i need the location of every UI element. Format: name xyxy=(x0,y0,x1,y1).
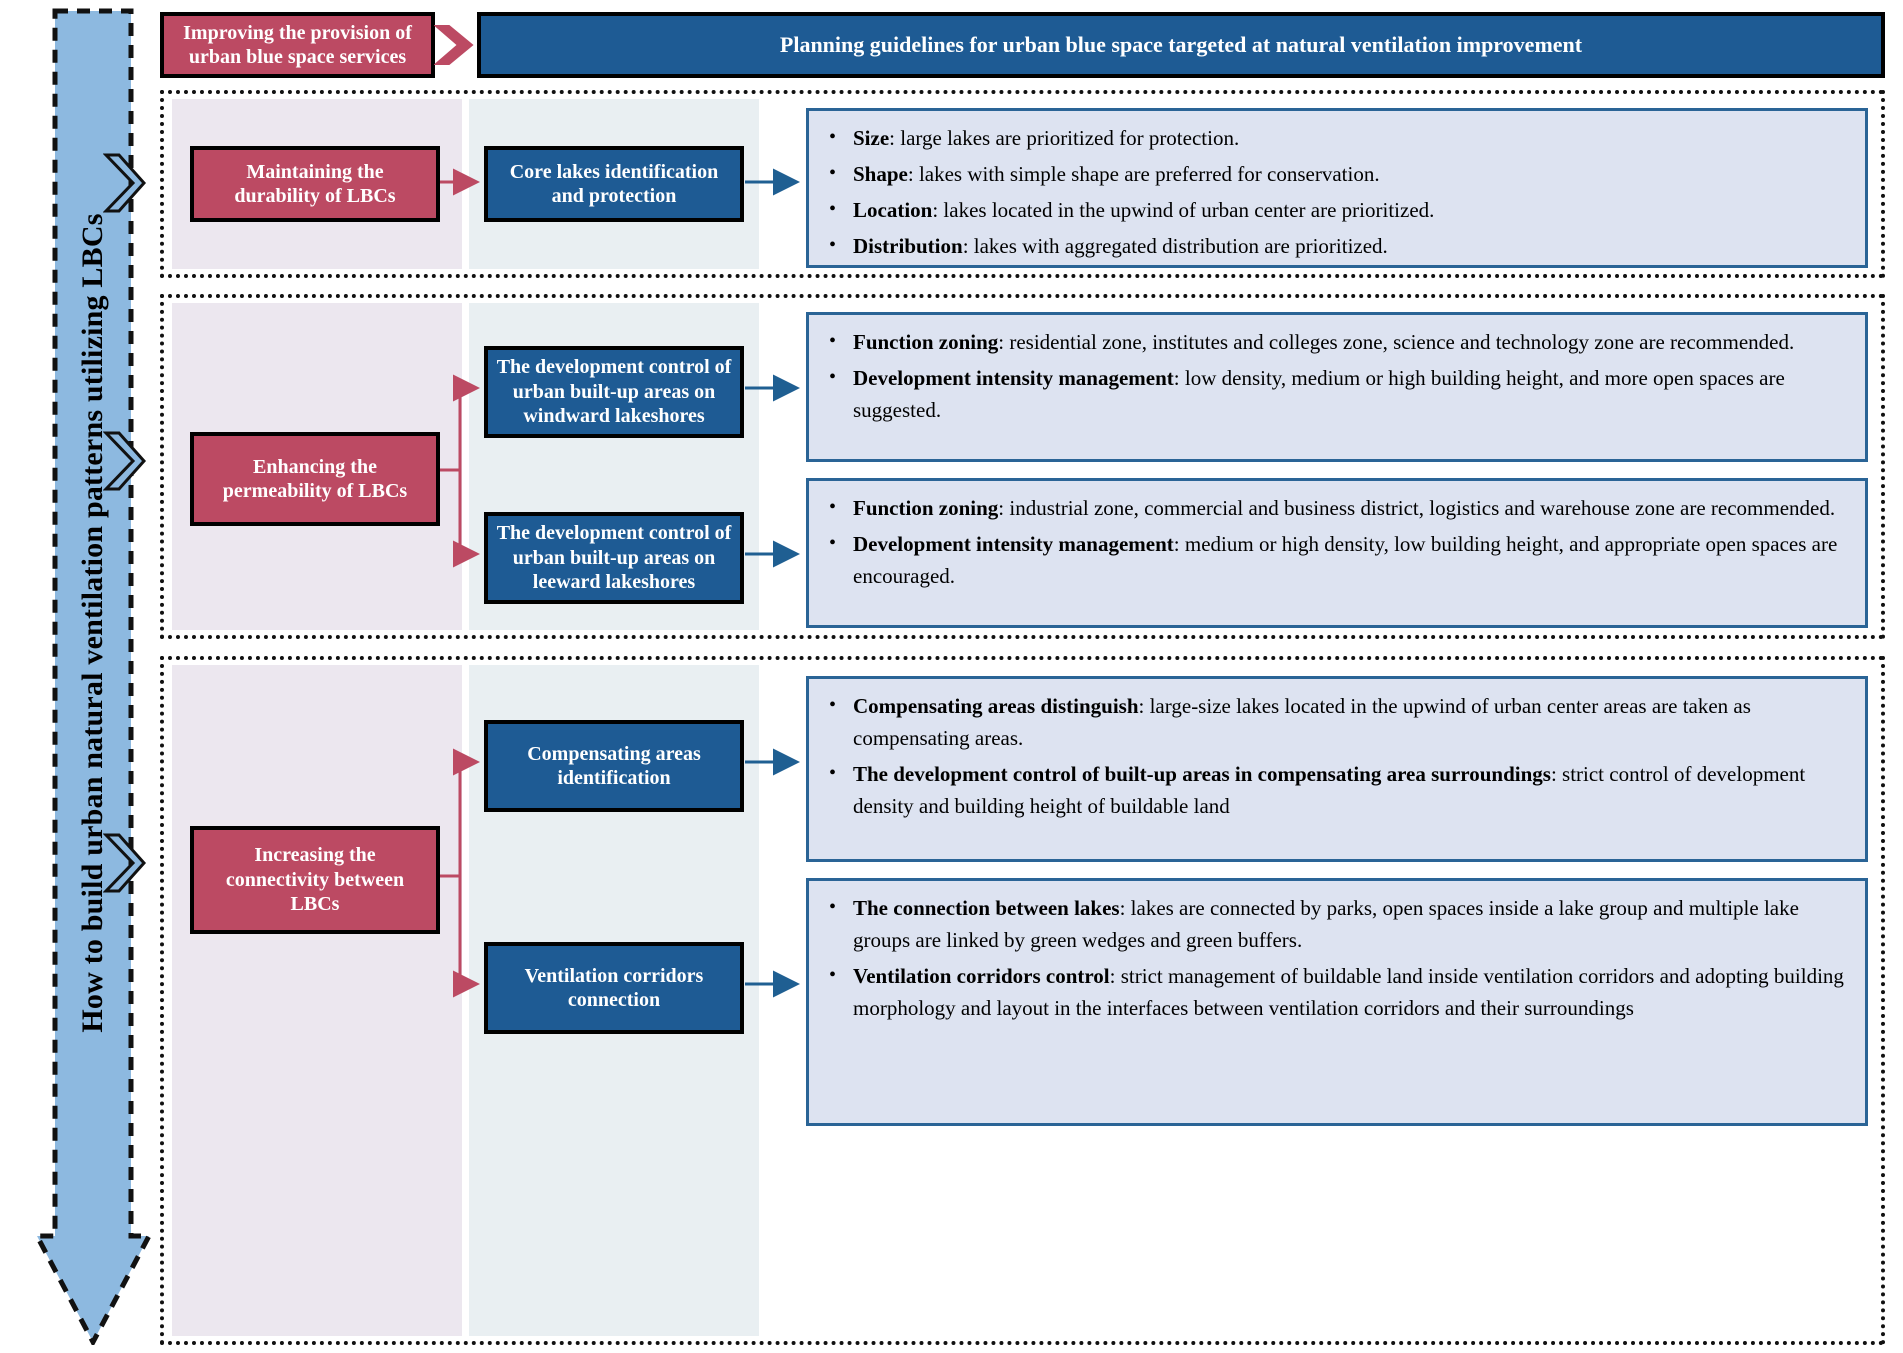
detail-box-2-1: Function zoning: residential zone, insti… xyxy=(806,312,1868,462)
detail-list: Function zoning: industrial zone, commer… xyxy=(823,492,1849,593)
detail-text: : low density, medium or high building h… xyxy=(853,365,1785,422)
detail-list: The connection between lakes: lakes are … xyxy=(823,892,1849,1025)
list-item: The connection between lakes: lakes are … xyxy=(823,892,1849,957)
detail-box-2-2: Function zoning: industrial zone, commer… xyxy=(806,478,1868,628)
list-item: Size: large lakes are prioritized for pr… xyxy=(823,122,1849,155)
section-maintaining-durability: Maintaining the durability of LBCs Core … xyxy=(160,90,1885,278)
detail-term: Development intensity management xyxy=(853,531,1174,556)
detail-box-3-1: Compensating areas distinguish: large-si… xyxy=(806,676,1868,862)
section-enhancing-permeability: Enhancing the permeability of LBCs The d… xyxy=(160,294,1885,639)
header-right-banner: Planning guidelines for urban blue space… xyxy=(477,12,1885,78)
theme-column-band xyxy=(172,665,462,1336)
list-item: Ventilation corridors control: strict ma… xyxy=(823,960,1849,1025)
action-box-3-2: Ventilation corridors connection xyxy=(484,942,744,1034)
list-item: The development control of built-up area… xyxy=(823,758,1849,823)
list-item: Compensating areas distinguish: large-si… xyxy=(823,690,1849,755)
detail-list: Function zoning: residential zone, insti… xyxy=(823,326,1849,427)
detail-term: The development control of built-up area… xyxy=(853,761,1551,786)
detail-term: Distribution xyxy=(853,233,963,258)
detail-term: Function zoning xyxy=(853,330,999,354)
detail-text: : residential zone, institutes and colle… xyxy=(998,330,1795,354)
theme-box-2: Enhancing the permeability of LBCs xyxy=(190,432,440,526)
action-box-2-1: The development control of urban built-u… xyxy=(484,346,744,438)
detail-text: : lakes located in the upwind of urban c… xyxy=(932,197,1435,222)
detail-term: Location xyxy=(853,197,933,222)
chevron-icon-section-3 xyxy=(103,832,147,894)
chevron-icon-section-2 xyxy=(103,430,147,492)
action-box-3-1: Compensating areas identification xyxy=(484,720,744,812)
detail-term: Development intensity management xyxy=(853,365,1174,390)
detail-term: Compensating areas distinguish xyxy=(853,694,1139,718)
list-item: Development intensity management: low de… xyxy=(823,362,1849,427)
detail-text: : lakes are connected by parks, open spa… xyxy=(853,896,1799,952)
chevron-icon-section-1 xyxy=(103,152,147,214)
action-box-1-1: Core lakes identification and protection xyxy=(484,146,744,222)
detail-term: Function zoning xyxy=(853,496,999,520)
list-item: Distribution: lakes with aggregated dist… xyxy=(823,230,1849,263)
section-increasing-connectivity: Increasing the connectivity between LBCs… xyxy=(160,656,1885,1345)
detail-text: : strict management of buildable land in… xyxy=(853,963,1844,1020)
detail-term: The connection between lakes xyxy=(853,896,1120,920)
detail-list: Compensating areas distinguish: large-si… xyxy=(823,690,1849,823)
list-item: Development intensity management: medium… xyxy=(823,528,1849,593)
theme-box-1: Maintaining the durability of LBCs xyxy=(190,146,440,222)
chevron-icon-header xyxy=(433,24,476,66)
detail-text: : lakes with aggregated distribution are… xyxy=(962,233,1388,258)
list-item: Location: lakes located in the upwind of… xyxy=(823,194,1849,227)
overall-flow-arrow: How to build urban natural ventilation p… xyxy=(34,8,152,1345)
detail-box-3-2: The connection between lakes: lakes are … xyxy=(806,878,1868,1126)
detail-term: Ventilation corridors control xyxy=(853,963,1110,988)
detail-box-1-1: Size: large lakes are prioritized for pr… xyxy=(806,108,1868,268)
detail-text: : strict control of development density … xyxy=(853,761,1806,818)
list-item: Shape: lakes with simple shape are prefe… xyxy=(823,158,1849,191)
detail-text: : lakes with simple shape are preferred … xyxy=(907,161,1380,186)
detail-list: Size: large lakes are prioritized for pr… xyxy=(823,122,1849,263)
action-box-2-2: The development control of urban built-u… xyxy=(484,512,744,604)
detail-text: : industrial zone, commercial and busine… xyxy=(998,496,1836,520)
detail-term: Shape xyxy=(853,161,908,186)
list-item: Function zoning: industrial zone, commer… xyxy=(823,492,1849,525)
list-item: Function zoning: residential zone, insti… xyxy=(823,326,1849,359)
detail-text: : large lakes are prioritized for protec… xyxy=(889,126,1240,150)
header-left-banner: Improving the provision of urban blue sp… xyxy=(160,12,435,78)
theme-box-3: Increasing the connectivity between LBCs xyxy=(190,826,440,934)
detail-term: Size xyxy=(853,126,890,150)
detail-text: : medium or high density, low building h… xyxy=(853,531,1838,588)
detail-text: : large-size lakes located in the upwind… xyxy=(853,694,1751,750)
header-row: Improving the provision of urban blue sp… xyxy=(160,12,1885,78)
overall-flow-arrow-shape xyxy=(34,8,152,1345)
